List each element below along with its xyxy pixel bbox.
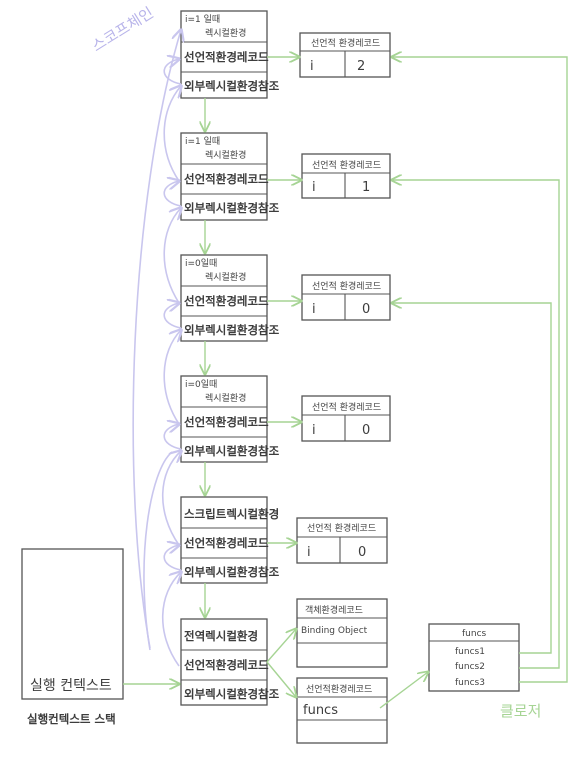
var-name: i (312, 180, 316, 195)
closure-label: 클로저 (500, 702, 541, 720)
lexical-env-4: i=0일때 렉시컬환경 선언적환경레코드 외부렉시컬환경참조 (180, 375, 280, 463)
decl-record-5: 선언적 환경레코드 i 0 (296, 517, 388, 564)
var-name: i (312, 302, 316, 317)
env-outer-ref: 외부렉시컬환경참조 (184, 79, 280, 93)
var-value: 2 (357, 59, 365, 74)
env-decl-record: 선언적환경레코드 (184, 50, 269, 64)
funcs-item: funcs3 (455, 678, 485, 688)
decl-record-4: 선언적 환경레코드 i 0 (301, 395, 391, 442)
global-decl-entry: funcs (303, 703, 338, 718)
decl-record-title: 선언적 환경레코드 (312, 401, 381, 413)
var-name: i (310, 59, 314, 74)
env-header-line2: 렉시컬환경 (205, 392, 246, 404)
decl-record-1: 선언적 환경레코드 i 2 (299, 32, 391, 78)
env-decl-record: 선언적환경레코드 (184, 294, 269, 308)
lexical-env-3: i=0일때 렉시컬환경 선언적환경레코드 외부렉시컬환경참조 (180, 254, 280, 342)
env-outer-ref: 외부렉시컬환경참조 (184, 565, 280, 579)
object-record-title: 객체환경레코드 (305, 604, 363, 616)
env-header-line1: i=0일때 (185, 379, 217, 390)
var-value: 0 (358, 545, 366, 560)
decl-record-title: 선언적 환경레코드 (311, 37, 380, 49)
green-arrows (123, 57, 568, 709)
decl-record-title: 선언적 환경레코드 (307, 522, 376, 534)
env-decl-record: 선언적환경레코드 (184, 658, 269, 672)
env-header-line1: i=1 일때 (185, 136, 220, 147)
env-header: 스크립트렉시컬환경 (184, 507, 279, 521)
env-header: 전역렉시컬환경 (184, 629, 258, 643)
script-lexical-env: 스크립트렉시컬환경 선언적환경레코드 외부렉시컬환경참조 (180, 496, 280, 584)
funcs-title: funcs (462, 629, 487, 639)
env-outer-ref: 외부렉시컬환경참조 (184, 323, 280, 337)
lexical-env-1: i=1 일때 렉시컬환경 선언적환경레코드 외부렉시컬환경참조 (180, 10, 280, 99)
var-value: 0 (362, 302, 370, 317)
lexical-env-2: i=1 일때 렉시컬환경 선언적환경레코드 외부렉시컬환경참조 (180, 132, 280, 221)
env-outer-ref: 외부렉시컬환경참조 (184, 444, 280, 458)
env-header-line1: i=0일때 (185, 258, 217, 269)
env-header-line2: 렉시컬환경 (205, 271, 246, 283)
env-outer-ref: 외부렉시컬환경참조 (184, 201, 280, 215)
env-decl-record: 선언적환경레코드 (184, 415, 269, 429)
var-value: 0 (362, 423, 370, 438)
env-header-line2: 렉시컬환경 (205, 27, 246, 39)
env-decl-record: 선언적환경레코드 (184, 172, 269, 186)
env-header-line1: i=1 일때 (185, 14, 220, 25)
context-stack-label: 실행컨텍스트 스택 (27, 712, 116, 726)
binding-object: Binding Object (301, 626, 368, 636)
env-outer-ref: 외부렉시컬환경참조 (184, 687, 280, 701)
env-decl-record: 선언적환경레코드 (184, 536, 269, 550)
object-env-record: 객체환경레코드 Binding Object (296, 598, 388, 668)
execution-context: 실행 컨텍스트 (21, 548, 124, 700)
global-decl-title: 선언적환경레코드 (306, 683, 372, 695)
scope-chain-label: 스코프체인 (89, 4, 157, 56)
purple-scope-arrows (132, 30, 181, 667)
decl-record-2: 선언적 환경레코드 i 1 (301, 153, 391, 199)
decl-record-title: 선언적 환경레코드 (312, 159, 381, 171)
exec-context-label: 실행 컨텍스트 (30, 678, 112, 694)
global-lexical-env: 전역렉시컬환경 선언적환경레코드 외부렉시컬환경참조 (180, 618, 280, 706)
decl-record-title: 선언적 환경레코드 (312, 280, 381, 292)
funcs-array: funcs funcs1 funcs2 funcs3 (428, 623, 520, 692)
funcs-item: funcs1 (455, 647, 485, 657)
var-value: 1 (362, 180, 370, 195)
global-decl-record: 선언적환경레코드 funcs (296, 677, 388, 744)
funcs-item: funcs2 (455, 662, 485, 672)
decl-record-3: 선언적 환경레코드 i 0 (301, 274, 391, 321)
env-header-line2: 렉시컬환경 (205, 149, 246, 161)
var-name: i (312, 423, 316, 438)
var-name: i (307, 545, 311, 560)
